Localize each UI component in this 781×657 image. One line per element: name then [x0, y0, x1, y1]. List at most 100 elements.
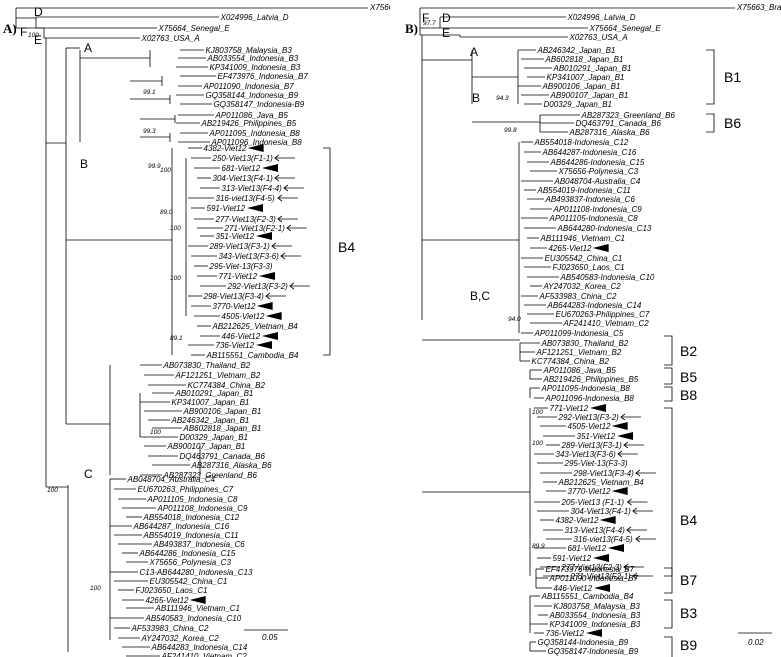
arrow-head	[274, 174, 280, 182]
leaf-label: AF241410_Vietnam_C2	[161, 652, 248, 657]
bootstrap: 100	[532, 409, 543, 416]
leaf-label: 292-Viet13(F3-2)	[227, 282, 289, 291]
arrow-head	[635, 469, 641, 477]
clade-label-f: F	[20, 25, 27, 39]
leaf-label: AB554019-Indonesia_C11	[537, 186, 631, 195]
leaf-label: AP011095_Indonesia_B8	[209, 129, 301, 138]
leaf-label: AY247032_Korea_C2	[141, 634, 220, 643]
tree-panel-a: A)X75663_Brazil_FX024996_Latvia_DX75664_…	[3, 3, 390, 657]
leaf-label: AB554018_Indonesia_C12	[143, 513, 240, 522]
triangle-marker	[262, 332, 278, 340]
leaf-label: AP011086_Java_B5	[215, 111, 289, 120]
leaf-label: X75663_Brazil_F	[369, 3, 390, 12]
bootstrap: 100	[170, 275, 181, 282]
clade-label-b7: B7	[680, 572, 697, 588]
triangle-marker	[590, 404, 606, 412]
leaf-label: EU305542_China_C1	[150, 577, 228, 586]
leaf-label: AB644286_Indonesia_C15	[139, 549, 236, 558]
leaf-label: AB219426_Philippines_B5	[543, 375, 639, 384]
leaf-label: 295-Viet-13(F3-3)	[209, 262, 273, 271]
clade-label-b4: B4	[338, 239, 355, 255]
leaf-label: AB115551_Cambodia_B4	[206, 351, 299, 360]
leaf-label: X75656_Polynesia_C3	[149, 558, 232, 567]
leaf-label: AB246342_Japan_B1	[171, 416, 250, 425]
leaf-label: DQ463791_Canada_B6	[180, 452, 266, 461]
leaf-label: AP011096_Indonesia_B8	[211, 138, 303, 147]
bootstrap: 89.9	[532, 543, 545, 550]
leaf-label: 295-Viet-13(F3-3)	[564, 459, 628, 468]
bootstrap: 100	[532, 440, 543, 447]
leaf-label: AP011108_Indonesia_C9	[157, 504, 249, 513]
leaf-label: KP341009_Indonesia_B3	[210, 63, 301, 72]
clade-bracket-b9	[664, 636, 673, 657]
leaf-label: X75656-Polynesia_C3	[558, 167, 639, 176]
leaf-label: 4505-Viet12	[568, 422, 612, 431]
clade-label-b3: B3	[680, 605, 697, 621]
leaf-label: X024996_Latvia_D	[220, 13, 289, 22]
leaf-label: AB554019_Indonesia_C11	[143, 531, 239, 540]
leaf-label: 446-Viet12	[222, 332, 261, 341]
leaf-label: GQ358147-Indonesia_B9	[548, 647, 639, 656]
leaf-label: AF121251_Vietnam_B2	[175, 371, 261, 380]
clade-bracket-b4	[664, 407, 673, 577]
bootstrap: 99.8	[504, 127, 517, 134]
leaf-label: AF121251_Vietnam_B2	[536, 348, 622, 357]
arrow-head	[289, 282, 295, 290]
leaf-label: AB900106_Japan_B1	[183, 407, 262, 416]
leaf-label: 4265-Viet12	[146, 596, 190, 605]
leaf-label: AB287323_Greenland_B6	[163, 471, 258, 480]
clade-label-b5: B5	[680, 369, 697, 385]
leaf-label: AB493837_Indonesia_C6	[153, 540, 246, 549]
clade-label-a: A	[470, 45, 478, 59]
bootstrap: 94.0	[508, 316, 521, 323]
leaf-label: 4382-Viet12	[204, 144, 248, 153]
arrow-head	[620, 413, 626, 421]
leaf-label: D00329_Japan_B1	[544, 100, 613, 109]
leaf-label: AB219426_Philippines_B5	[201, 119, 297, 128]
leaf-label: AB540583-Indonesia_C10	[560, 273, 655, 282]
leaf-label: 316-viet13(F4-5)	[216, 194, 275, 203]
triangle-marker	[265, 312, 282, 320]
leaf-label: GQ358144-Indonesia_B9	[538, 638, 629, 647]
leaf-label: 4265-Viet12	[549, 244, 593, 253]
leaf-label: AB048704_Australia_C4	[127, 475, 216, 484]
bootstrap: 99.9	[148, 163, 161, 170]
leaf-label: AB644280-Indonesia_C13	[557, 224, 652, 233]
arrow-head	[623, 441, 629, 449]
clade-label-e: E	[442, 26, 450, 40]
leaf-label: EF473976-Indonesia_B7	[546, 565, 635, 574]
leaf-label: 3770-Viet12	[568, 487, 612, 496]
leaf-label: AB048704-Australia_C4	[554, 177, 641, 186]
arrow-head	[632, 507, 638, 515]
leaf-label: 271-Viet13(F2-1)	[224, 224, 286, 233]
leaf-label: 351-Viet12	[577, 432, 616, 441]
leaf-label: AP011099-Indonesia_C5	[534, 329, 624, 338]
triangle-marker	[608, 544, 624, 552]
leaf-label: AB073830_Thailand_B2	[541, 339, 629, 348]
arrow-head	[632, 572, 638, 580]
bootstrap: 100	[150, 429, 161, 436]
leaf-label: 304-Viet13(F4-1)	[213, 174, 274, 183]
leaf-label: AP011090-Indonesia_B7	[549, 574, 639, 583]
arrow-head	[623, 563, 629, 571]
leaf-label: AB644286-Indonesia_C15	[550, 158, 645, 167]
leaf-label: X75663_Brazil_F	[736, 3, 781, 12]
scale-label: 0.02	[748, 638, 764, 647]
leaf-label: AB010291_Japan_B1	[175, 389, 254, 398]
leaf-label: AP011096-Indonesia_B8	[545, 394, 635, 403]
triangle-marker	[256, 341, 272, 349]
leaf-label: AP011105-Indonesia_C8	[549, 214, 639, 223]
leaf-label: X75664_Senegal_E	[589, 24, 662, 33]
leaf-label: KP341009_Indonesia_B3	[550, 620, 641, 629]
leaf-label: 771-Viet12	[219, 272, 258, 281]
leaf-label: AB602818_Japan_B1	[545, 55, 624, 64]
clade-label-b8: B8	[680, 387, 697, 403]
leaf-label: FJ023650_Laos_C1	[136, 586, 208, 595]
leaf-label: GQ358147_Indonesia-B9	[214, 100, 305, 109]
triangle-marker	[259, 272, 275, 280]
clade-bracket-b2	[664, 335, 673, 366]
leaf-label: AB900107_Japan_B1	[550, 91, 629, 100]
clade-label-a: A	[84, 41, 92, 55]
